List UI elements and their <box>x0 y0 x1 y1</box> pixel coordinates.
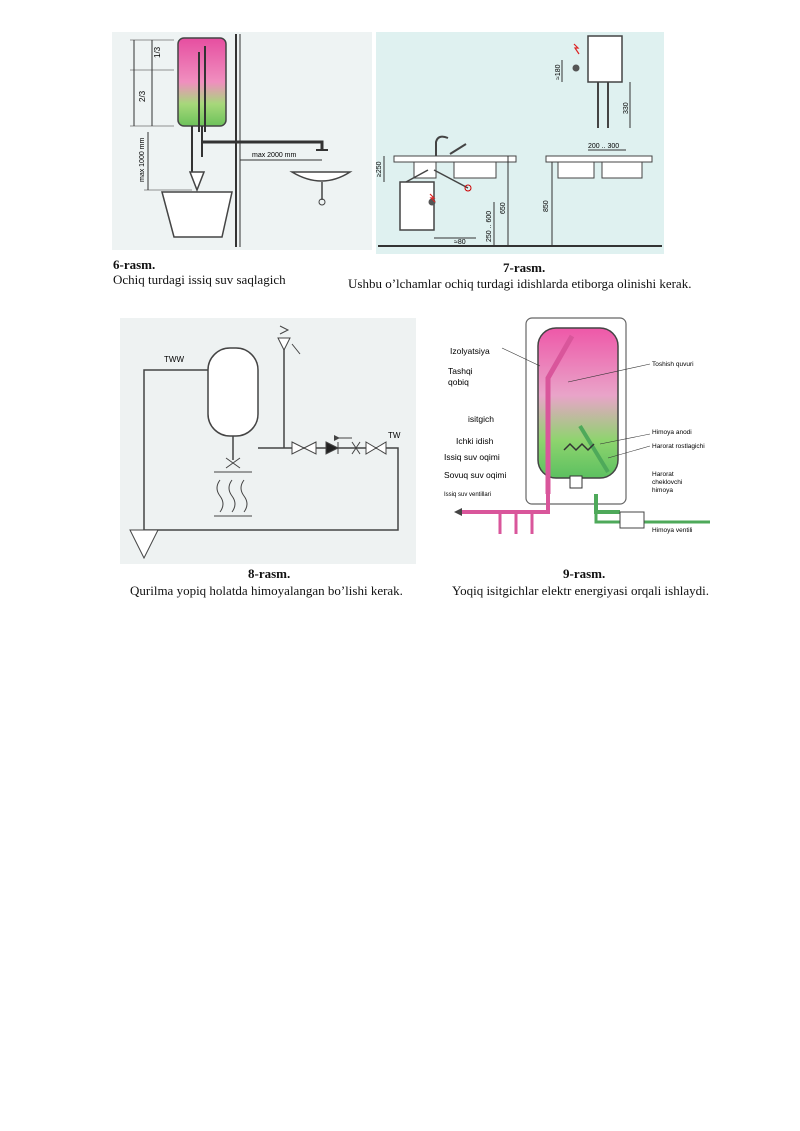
label-third: 1/3 <box>153 46 162 58</box>
figure-9-caption-title: 9-rasm. <box>563 566 606 581</box>
label-d330: 330 <box>623 102 630 114</box>
figure-7: ≥250 650 250 .. 600 ≈80 ≈180 330 200 .. … <box>376 32 664 254</box>
figure-6: 1/3 2/3 max 1000 mm max 2000 mm <box>112 32 372 250</box>
label-max-height: max 1000 mm <box>139 137 146 182</box>
label-sovuq-suv: Sovuq suv oqimi <box>444 470 506 480</box>
undersink-heater <box>399 181 435 231</box>
faucet <box>435 135 449 156</box>
figure-8-caption-text: Qurilma yopiq holatda himoyalangan bo’li… <box>130 583 403 598</box>
label-d80: ≈80 <box>454 239 466 246</box>
figure-8-drawing: TWW TW <box>120 318 416 564</box>
label-issiq-suv: Issiq suv oqimi <box>444 452 500 462</box>
label-himoya-ventili: Himoya ventili <box>652 527 692 534</box>
wall-heater <box>587 35 623 83</box>
figure-6-drawing: 1/3 2/3 max 1000 mm max 2000 mm <box>112 32 372 250</box>
safety-valve <box>619 511 645 529</box>
label-tww: TWW <box>164 355 184 364</box>
sink <box>289 171 353 182</box>
label-d850: 850 <box>543 200 550 212</box>
label-toshish: Toshish quvuri <box>652 361 694 368</box>
figure-6-caption-text: Ochiq turdagi issiq suv saqlagich <box>113 272 286 287</box>
closed-tank <box>207 347 259 437</box>
label-izolyatsiya: Izolyatsiya <box>450 346 490 356</box>
figure-8: TWW TW <box>120 318 416 564</box>
figure-7-caption-text: Ushbu o’lchamlar ochiq turdagi idishlard… <box>348 276 692 291</box>
label-d250-600: 250 .. 600 <box>486 211 493 242</box>
label-isitgich: isitgich <box>468 414 494 424</box>
figure-6-caption-title: 6-rasm. <box>113 257 156 272</box>
figure-7-drawing: ≥250 650 250 .. 600 ≈80 ≈180 330 200 .. … <box>376 32 664 254</box>
figure-9-caption-text: Yoqiq isitgichlar elektr energiyasi orqa… <box>452 583 709 598</box>
label-himoya-anod: Himoya anodi <box>652 429 692 436</box>
label-issiq-ventil: Issiq suv ventillari <box>444 492 491 498</box>
label-ichki-idish: Ichki idish <box>456 436 494 446</box>
label-d250: ≥250 <box>376 161 383 177</box>
water-heater-tank <box>177 37 227 127</box>
label-d650: 650 <box>500 202 507 214</box>
figure-8-caption-title: 8-rasm. <box>248 566 291 581</box>
label-tw: TW <box>388 431 401 440</box>
label-max-length: max 2000 mm <box>252 152 297 159</box>
label-harorat-rostlagichi: Harorat rostlagichi <box>652 443 705 450</box>
floor-basin <box>161 191 233 238</box>
label-two-thirds: 2/3 <box>138 90 147 102</box>
label-d200-300: 200 .. 300 <box>588 143 619 150</box>
label-d180: ≈180 <box>555 64 562 80</box>
figure-7-caption-title: 7-rasm. <box>503 260 546 275</box>
